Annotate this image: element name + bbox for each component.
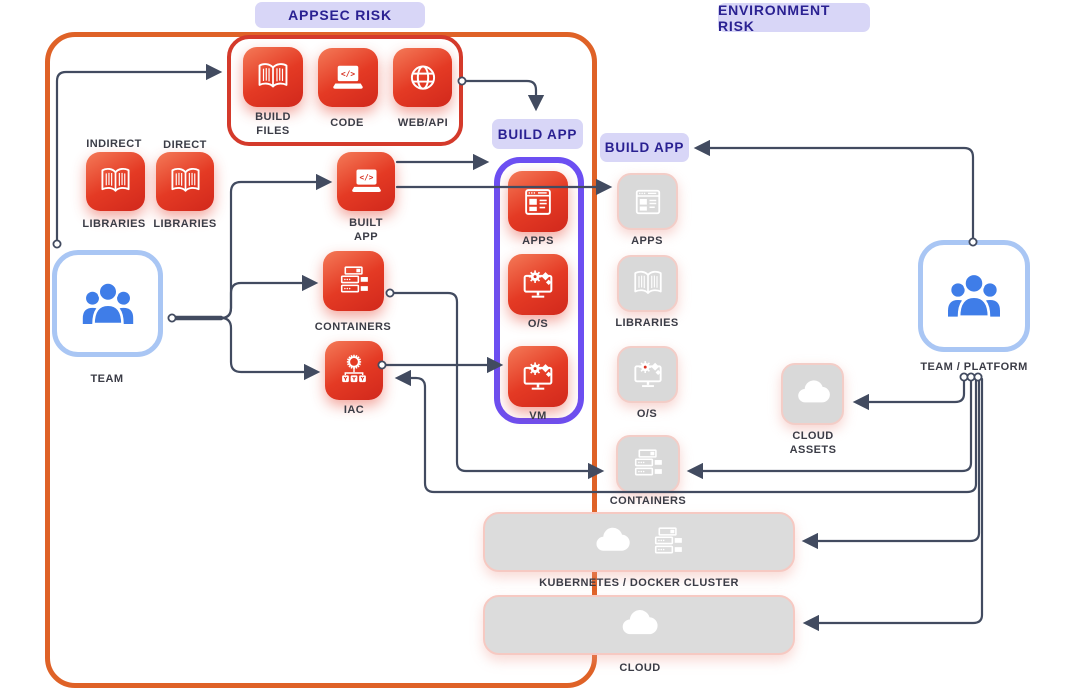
code-label: CODE: [330, 117, 364, 129]
browser-window-icon: [630, 184, 666, 220]
build-files-node: [243, 47, 303, 107]
libraries-env-label: LIBRARIES: [615, 317, 679, 329]
indirect-label: INDIRECT: [86, 138, 142, 150]
cloud-icon: [617, 603, 661, 647]
arrow-team-platform-to-build-app-env: [693, 139, 975, 243]
connector-dot-team-platform-3: [973, 372, 983, 382]
os-node: [508, 254, 568, 315]
gear-monitor-icon: [518, 265, 558, 305]
laptop-code-icon: [329, 59, 367, 97]
os-env-label: O/S: [636, 408, 658, 420]
team-platform-node: [918, 240, 1030, 352]
book-icon: [167, 163, 204, 200]
arrow-team-platform-to-cloud-assets: [852, 377, 966, 411]
apps-node: [508, 171, 568, 232]
apps-env-label: APPS: [631, 235, 663, 247]
kubernetes-label: KUBERNETES / DOCKER CLUSTER: [539, 577, 739, 589]
direct-label: DIRECT: [163, 139, 207, 151]
server-stack-icon: [335, 262, 373, 300]
connector-dot-team-platform-1: [959, 372, 969, 382]
people-icon: [77, 273, 139, 335]
cloud-assets-node: [781, 363, 844, 425]
book-icon: [254, 58, 292, 96]
cloud-icon: [793, 374, 833, 414]
direct-libraries-label: LIBRARIES: [153, 218, 217, 230]
cloud-icon: [591, 521, 633, 563]
team-platform-label: TEAM / PLATFORM: [920, 361, 1028, 373]
gear-monitor-icon: [518, 357, 558, 397]
built-app-label: BUILT APP: [349, 217, 383, 244]
book-icon: [97, 163, 134, 200]
build-files-label: BUILD FILES: [255, 111, 291, 138]
server-stack-icon: [629, 445, 667, 483]
browser-window-icon: [519, 183, 557, 221]
cloud-node: [483, 595, 795, 655]
indirect-libraries-node: [86, 152, 145, 211]
globe-icon: [404, 59, 442, 97]
appsec-risk-badge: APPSEC RISK: [255, 2, 425, 28]
containers-node: [323, 251, 384, 311]
vm-node: [508, 346, 568, 407]
web-api-label: WEB/API: [397, 117, 449, 129]
containers-label: CONTAINERS: [314, 321, 392, 333]
web-api-node: [393, 48, 452, 107]
connector-dot-team-platform-2: [966, 372, 976, 382]
iac-node: [325, 341, 383, 400]
vm-label: VM: [529, 410, 547, 422]
containers-env-node: [616, 435, 680, 493]
containers-env-label: CONTAINERS: [609, 495, 687, 507]
environment-risk-badge: ENVIRONMENT RISK: [718, 2, 870, 34]
direct-libraries-node: [156, 152, 214, 211]
iac-label: IAC: [343, 404, 365, 416]
gear-tree-icon: [335, 352, 373, 390]
apps-label: APPS: [522, 235, 554, 247]
apps-env-node: [617, 173, 678, 230]
built-app-node: [337, 152, 395, 211]
kubernetes-docker-cluster-node: [483, 512, 795, 572]
indirect-libraries-label: LIBRARIES: [82, 218, 146, 230]
os-env-node: [617, 346, 678, 403]
cloud-assets-label: CLOUD ASSETS: [789, 430, 837, 457]
code-node: [318, 48, 378, 107]
team-label: TEAM: [90, 373, 124, 385]
people-icon: [942, 264, 1006, 328]
server-stack-icon: [649, 523, 687, 561]
gear-monitor-icon: [629, 356, 667, 394]
build-app-badge-environment: BUILD APP: [600, 133, 689, 162]
cloud-label: CLOUD: [619, 662, 661, 674]
libraries-env-node: [617, 255, 678, 312]
laptop-code-icon: [348, 163, 385, 200]
os-label: O/S: [527, 318, 549, 330]
book-icon: [630, 266, 666, 302]
team-node: [52, 250, 163, 357]
build-app-badge-appsec: BUILD APP: [492, 119, 583, 149]
